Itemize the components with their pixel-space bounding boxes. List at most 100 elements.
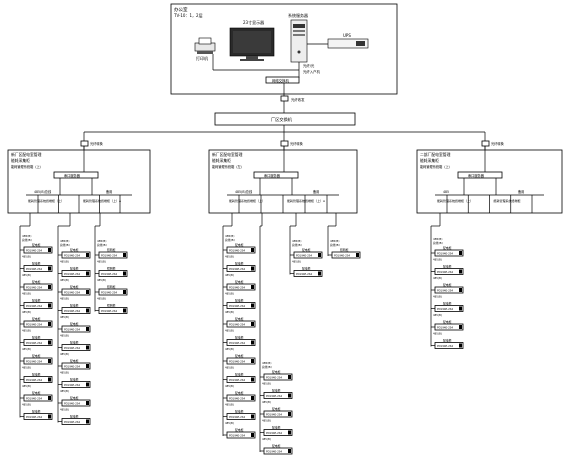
meter-label: 照明柜 xyxy=(107,304,116,308)
column-bus-tag: 485(B) xyxy=(225,234,234,238)
meter-box xyxy=(331,251,361,259)
meter-bus-tag: 485(B) xyxy=(225,421,234,425)
station-a: 光纤转换新厂区配电室管理能耗采集柜能耗管理系统箱（上）串口服务器485(B)总线… xyxy=(7,140,151,214)
meter-label: 配电柜 xyxy=(70,359,79,363)
meter-box xyxy=(226,339,256,346)
meter-box xyxy=(226,357,256,365)
meter-label: 配电柜 xyxy=(70,396,79,400)
ups-icon xyxy=(327,38,369,49)
meter-device: PD194E-2S4 xyxy=(437,270,453,274)
meter-indicator xyxy=(251,433,254,437)
meter-bus-tag: 485(B) xyxy=(22,347,31,351)
meter-indicator xyxy=(86,419,89,424)
meter-bus-tag: 485(B) xyxy=(262,419,271,423)
meter-device: PD194E-2S4 xyxy=(64,364,80,368)
meter-device: PD194E-2S4 xyxy=(26,267,42,271)
meter-indicator xyxy=(123,308,126,313)
meter-indicator xyxy=(123,290,126,294)
meter-label: 配电柜 xyxy=(235,336,244,340)
meter-label: 配电柜 xyxy=(235,391,244,395)
meter-device: PD194E-2S4 xyxy=(229,304,245,308)
meter-device: PD194E-2S4 xyxy=(101,272,117,276)
meter-label: 配电柜 xyxy=(302,267,311,271)
meter-device: PD194E-2S4 xyxy=(296,253,312,257)
meter-label: 照明柜 xyxy=(107,285,116,289)
meter-bus-tag: 485(B) xyxy=(225,255,234,259)
meter-label: 配电柜 xyxy=(443,246,452,250)
meter-bus-tag: 485(B) xyxy=(262,400,271,404)
meter-bus-tag: 485(B) xyxy=(22,310,31,314)
meter-label: 配电柜 xyxy=(302,248,311,252)
meter-box xyxy=(226,320,256,328)
meter-label: 配电柜 xyxy=(32,280,41,284)
meter-box xyxy=(98,251,128,259)
station-bottom-left: 能耗管理系统终端柜（上） xyxy=(437,198,473,203)
meter-device: PD194E-2S4 xyxy=(334,253,350,257)
meter-box xyxy=(226,246,256,254)
station-b: 光纤转换新厂区配电室管理能耗采集柜能耗管理系统箱（左）串口服务器485(B)总线… xyxy=(208,140,358,214)
meter-device: PD194E-2S4 xyxy=(437,307,453,311)
column-bus-sub: 总线(B) xyxy=(292,243,302,247)
meter-bus-tag: 485(B) xyxy=(433,313,442,317)
office-title: 办公室 xyxy=(174,6,188,13)
station-bus-label: 串口服务器 xyxy=(468,173,485,178)
meter-device: PD194E-2S4 xyxy=(266,431,282,435)
meter-label: 配电柜 xyxy=(70,341,79,345)
column-bus-sub: 总线(B) xyxy=(60,243,70,247)
station-bus-label: 串口服务器 xyxy=(264,173,281,178)
meter-bus-tag: 485(B) xyxy=(22,255,31,259)
meter-indicator xyxy=(86,253,89,257)
meters-layer: 485(B)总线(B)配电柜PD194E-2S4485(B)配电柜PD194E-… xyxy=(19,213,464,455)
meter-box xyxy=(23,339,53,346)
meter-indicator xyxy=(318,253,321,257)
column-bus-tag: 485(B) xyxy=(433,237,442,241)
station-left-tag: 485(B)总线 xyxy=(34,189,52,194)
meter-device: PD194E-2S4 xyxy=(229,341,245,345)
meter-device: PD194E-2S4 xyxy=(266,449,282,453)
office-link-label: 光纤/光 xyxy=(303,63,315,68)
meter-indicator xyxy=(48,303,51,308)
meter-indicator xyxy=(48,322,51,326)
meter-bus-tag: 485(B) xyxy=(22,273,31,277)
station-name: 二部厂配电室管理 xyxy=(420,152,451,157)
meter-indicator xyxy=(251,396,254,400)
meter-device: PD194E-2S4 xyxy=(437,325,453,329)
column-bus-tag: 485(B) xyxy=(60,239,69,243)
meter-indicator xyxy=(459,269,462,274)
meter-box xyxy=(434,249,464,257)
station-right-tag: 备用 xyxy=(313,189,319,194)
column-bus-sub: 总线(B) xyxy=(97,243,107,247)
meter-indicator xyxy=(288,412,291,416)
meter-label: 配电柜 xyxy=(32,243,41,247)
meter-device: PD194E-2S4 xyxy=(26,378,42,382)
meter-box xyxy=(226,265,256,272)
server-label: 系统服务器 xyxy=(288,12,308,18)
meter-bus-tag: 485(B) xyxy=(225,310,234,314)
station-left-tag: 485(B)总线 xyxy=(235,189,253,194)
station-name: 新厂区配电室管理 xyxy=(11,152,42,157)
office-link-sub: 光纤入户机 xyxy=(303,69,321,74)
meter-bus-tag: 485(B) xyxy=(60,371,69,375)
meter-device: PD194E-2S4 xyxy=(101,253,117,257)
meter-label: 配电柜 xyxy=(235,262,244,266)
meter-device: PD194E-2S4 xyxy=(101,290,117,294)
meter-indicator xyxy=(48,248,51,252)
meter-box xyxy=(23,376,53,383)
meter-bus-tag: 485(B) xyxy=(60,315,69,319)
office-group: 办公室 TV-10：1，2层 打印机 23寸显示器 系统服务器 xyxy=(170,3,398,95)
meter-device: PD194E-2S4 xyxy=(266,412,282,416)
meter-indicator xyxy=(48,396,51,400)
